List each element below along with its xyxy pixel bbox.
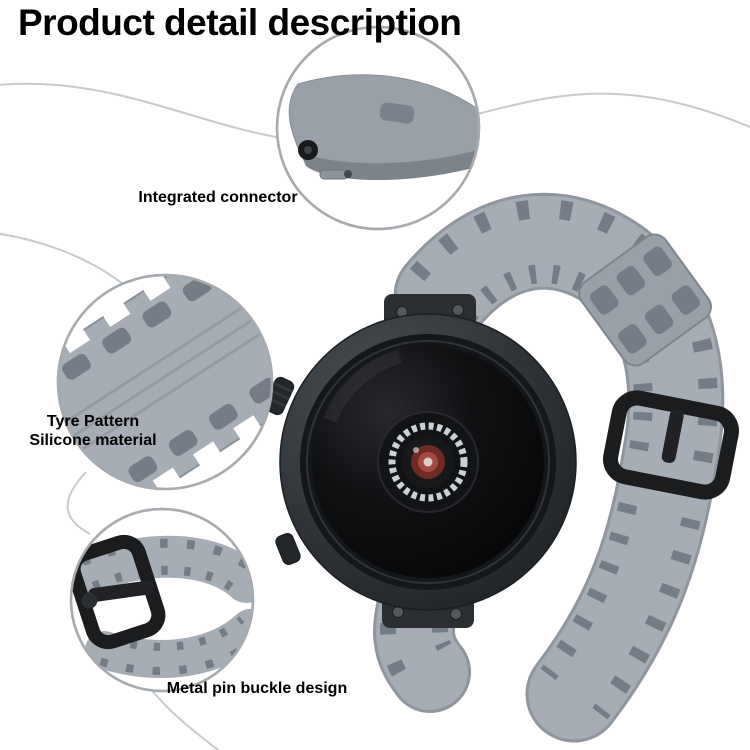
- watch-strap-long: [393, 192, 725, 743]
- label-integrated-connector: Integrated connector: [138, 189, 298, 206]
- lug-screw: [452, 304, 464, 316]
- callout-circle-connector: [275, 25, 481, 231]
- lug-screw: [450, 608, 462, 620]
- page-title: Product detail description: [18, 2, 462, 43]
- label-tyre-line1: Tyre Pattern: [46, 413, 140, 430]
- optical-sensor-lens: [377, 411, 479, 513]
- buckle-zoom-image: [71, 534, 253, 678]
- callout-circle-metal-buckle: [69, 507, 255, 693]
- buckle-frame: [71, 534, 166, 650]
- label-tyre-pattern: Tyre Pattern Silicone material: [14, 412, 172, 450]
- strap-keeper: [578, 233, 712, 367]
- connector-zoom-image: [288, 74, 479, 180]
- watch-product-photo: [263, 192, 739, 743]
- label-tyre-line2: Silicone material: [29, 432, 157, 449]
- watch-side-button: [275, 533, 301, 565]
- label-metal-pin-buckle: Metal pin buckle design: [166, 680, 348, 697]
- connector-pin: [319, 169, 349, 180]
- metal-buckle: [603, 390, 739, 500]
